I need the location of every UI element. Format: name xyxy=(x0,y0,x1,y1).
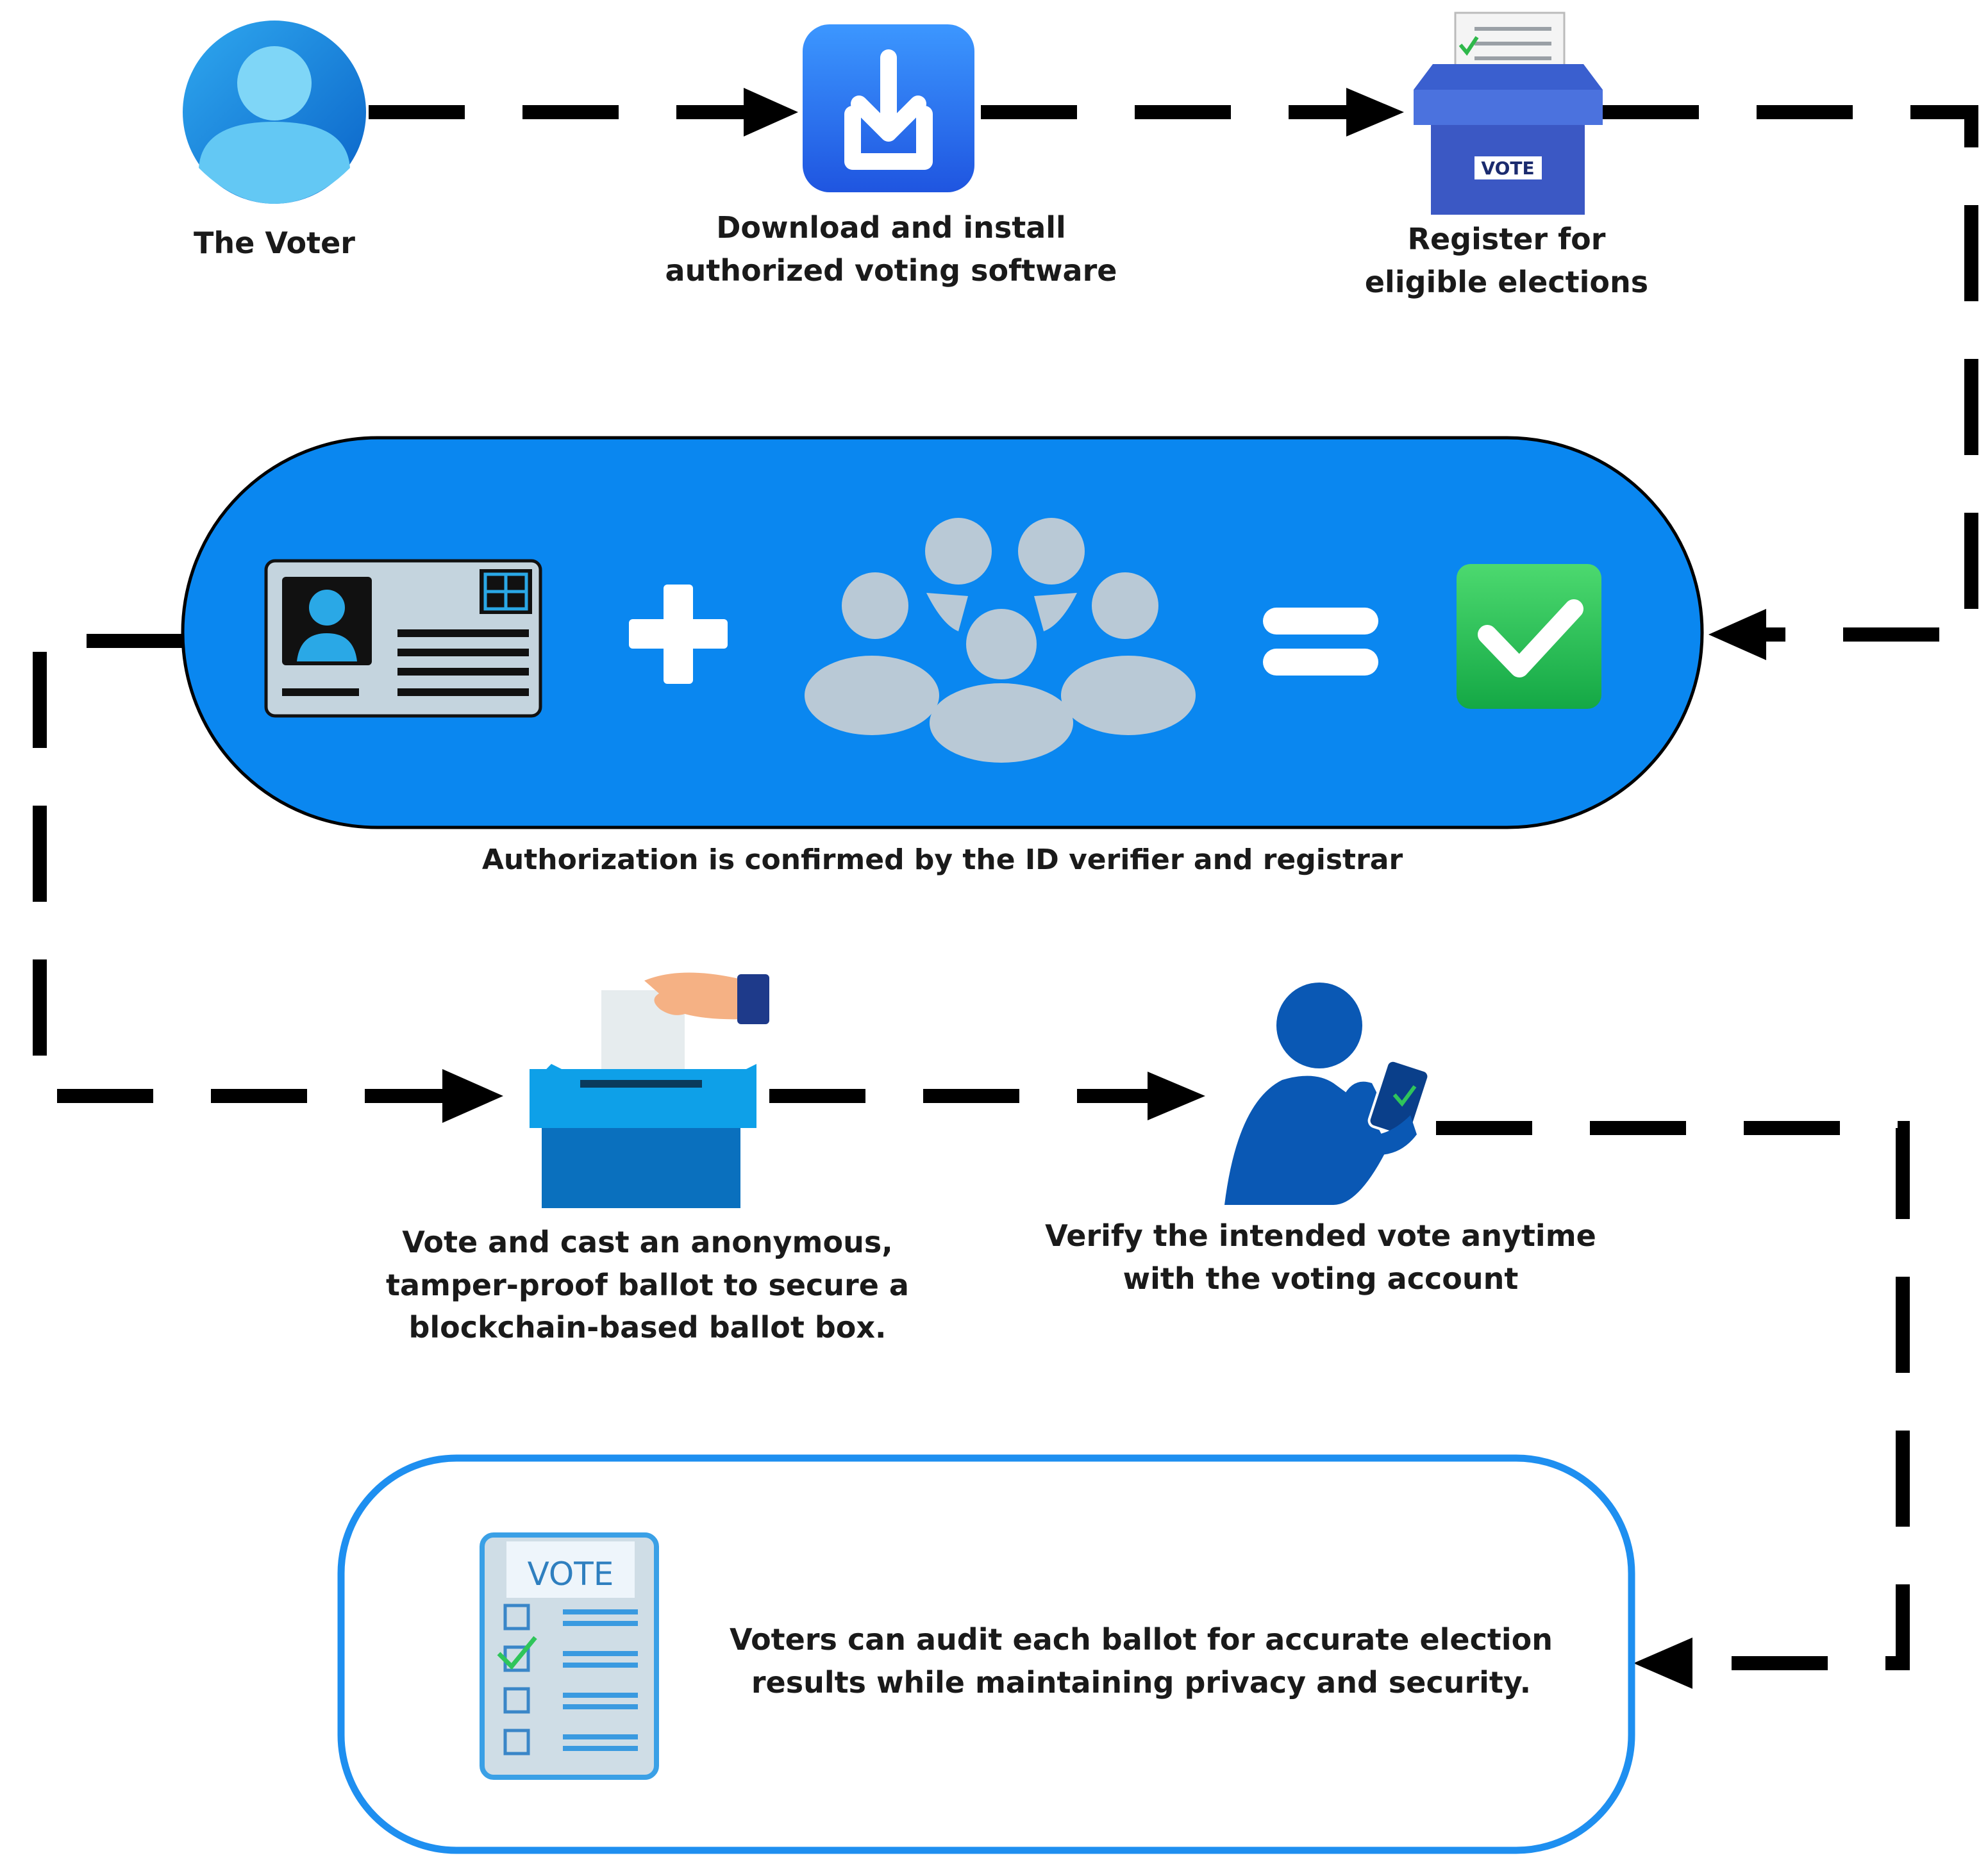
ballot-box-icon: VOTE xyxy=(1414,12,1603,215)
flow-connectors xyxy=(33,105,1978,1670)
checkmark-icon xyxy=(1457,564,1601,709)
audit-label-line2: results while maintaining privacy and se… xyxy=(751,1664,1532,1700)
arrowhead-to-register xyxy=(1346,88,1404,137)
authorization-label: Authorization is confirmed by the ID ver… xyxy=(397,840,1487,881)
ballot-paper-header: VOTE xyxy=(528,1556,614,1593)
download-label-line2: authorized voting software xyxy=(665,253,1117,288)
register-label-line2: eligible elections xyxy=(1364,264,1649,299)
plus-icon xyxy=(629,585,728,684)
arrowhead-to-audit xyxy=(1633,1638,1692,1689)
cast-label-line1: Vote and cast an anonymous, xyxy=(402,1225,893,1259)
ballot-paper-icon: VOTE xyxy=(480,1532,659,1780)
connector-register-to-auth xyxy=(1603,105,1978,642)
arrowheads xyxy=(442,88,1766,1689)
audit-panel xyxy=(337,1454,1635,1854)
arrowhead-to-verify xyxy=(1148,1072,1205,1120)
cast-label-line2: tamper-proof ballot to secure a xyxy=(386,1267,909,1302)
cast-label: Vote and cast an anonymous, tamper-proof… xyxy=(359,1221,936,1349)
connector-auth-to-cast xyxy=(33,634,449,1103)
arrowhead-to-download xyxy=(744,88,798,137)
download-label-line1: Download and install xyxy=(716,210,1066,245)
arrowhead-to-auth xyxy=(1708,609,1766,660)
audit-label: Voters can audit each ballot for accurat… xyxy=(712,1618,1571,1704)
cast-label-line3: blockchain-based ballot box. xyxy=(408,1310,887,1345)
verify-label-line1: Verify the intended vote anytime xyxy=(1045,1218,1596,1253)
hand-ballot-box-icon xyxy=(530,972,769,1208)
person-phone-icon xyxy=(1224,983,1430,1205)
register-label-line1: Register for xyxy=(1407,222,1606,256)
ballot-box-vote-text: VOTE xyxy=(1481,158,1534,179)
verify-label-line2: with the voting account xyxy=(1123,1261,1519,1296)
voter-label: The Voter xyxy=(146,222,403,265)
download-icon xyxy=(803,24,974,192)
equals-icon xyxy=(1263,608,1378,676)
people-group-icon xyxy=(805,518,1196,763)
verify-label: Verify the intended vote anytime with th… xyxy=(1013,1215,1628,1300)
authorization-panel xyxy=(181,436,1704,829)
audit-label-line1: Voters can audit each ballot for accurat… xyxy=(729,1622,1553,1657)
id-card-icon xyxy=(264,559,542,718)
register-label: Register for eligible elections xyxy=(1333,218,1680,303)
voter-label-text: The Voter xyxy=(194,226,355,260)
arrowhead-to-cast xyxy=(442,1069,503,1123)
authorization-label-text: Authorization is confirmed by the ID ver… xyxy=(481,843,1403,876)
connector-verify-to-audit xyxy=(1436,1121,1910,1670)
user-avatar-icon xyxy=(183,21,366,204)
download-label: Download and install authorized voting s… xyxy=(641,206,1141,292)
